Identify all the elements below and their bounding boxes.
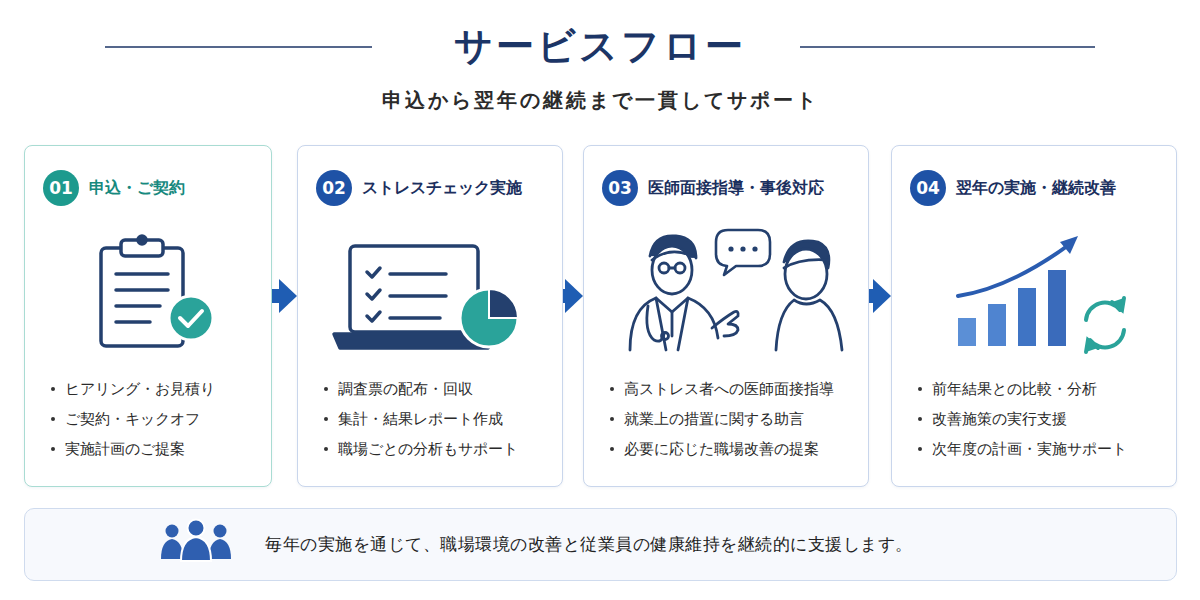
bullet-text: 集計・結果レポート作成 <box>338 410 503 428</box>
bullet-dot <box>51 387 55 391</box>
step-heading: 医師面接指導・事後対応 <box>648 170 862 206</box>
bullet-text: 改善施策の実行支援 <box>932 410 1067 428</box>
bullet-text: 必要に応じた職場改善の提案 <box>624 440 819 458</box>
bullet-text: 職場ごとの分析もサポート <box>338 440 518 458</box>
step-number: 03 <box>602 170 638 206</box>
step-bullets: 調査票の配布・回収集計・結果レポート作成職場ごとの分析もサポート <box>322 374 554 464</box>
arrow-shaft <box>272 289 279 303</box>
step-number: 01 <box>43 170 79 206</box>
diagram-title: サービスフロー <box>0 20 1200 72</box>
bullet-item: 職場ごとの分析もサポート <box>322 434 554 464</box>
bullet-item: 高ストレス者への医師面接指導 <box>608 374 860 404</box>
bullet-dot <box>918 447 922 451</box>
arrow-head <box>873 279 891 313</box>
bullet-dot <box>324 387 328 391</box>
bullet-dot <box>51 417 55 421</box>
diagram-subtitle: 申込から翌年の継続まで一貫してサポート <box>0 86 1200 114</box>
step-number: 04 <box>910 170 946 206</box>
bullet-text: 高ストレス者への医師面接指導 <box>624 380 834 398</box>
step-card: 03 医師面接指導・事後対応高ストレス者への医師面接指導就業上の措置に関する助言必… <box>583 145 869 487</box>
bullet-text: ヒアリング・お見積り <box>65 380 215 398</box>
bullet-dot <box>918 387 922 391</box>
bullet-dot <box>610 447 614 451</box>
arrow-head <box>565 279 583 313</box>
bullet-item: 前年結果との比較・分析 <box>916 374 1168 404</box>
bullet-dot <box>610 417 614 421</box>
step-card: 01 申込・ご契約ヒアリング・お見積りご契約・キックオフ実施計画のご提案 <box>24 145 272 487</box>
summary-text: 毎年の実施を通じて、職場環境の改善と従業員の健康維持を継続的に支援します。 <box>265 509 1156 580</box>
step-heading: 翌年の実施・継続改善 <box>956 170 1170 206</box>
bullet-item: 集計・結果レポート作成 <box>322 404 554 434</box>
bullet-item: 調査票の配布・回収 <box>322 374 554 404</box>
step-number: 02 <box>316 170 352 206</box>
bullet-text: 実施計画のご提案 <box>65 440 185 458</box>
step-bullets: 前年結果との比較・分析改善施策の実行支援次年度の計画・実施サポート <box>916 374 1168 464</box>
bullet-item: 就業上の措置に関する助言 <box>608 404 860 434</box>
bullet-text: 就業上の措置に関する助言 <box>624 410 804 428</box>
bullet-text: 調査票の配布・回収 <box>338 380 473 398</box>
step-bullets: ヒアリング・お見積りご契約・キックオフ実施計画のご提案 <box>49 374 263 464</box>
step-card: 02 ストレスチェック実施調査票の配布・回収集計・結果レポート作成職場ごとの分析も… <box>297 145 563 487</box>
step-heading: 申込・ご契約 <box>89 170 265 206</box>
bullet-item: 次年度の計画・実施サポート <box>916 434 1168 464</box>
summary-band: 毎年の実施を通じて、職場環境の改善と従業員の健康維持を継続的に支援します。 <box>24 508 1177 581</box>
bullet-text: 次年度の計画・実施サポート <box>932 440 1127 458</box>
bullet-dot <box>51 447 55 451</box>
step-bullets: 高ストレス者への医師面接指導就業上の措置に関する助言必要に応じた職場改善の提案 <box>608 374 860 464</box>
step-card: 04 翌年の実施・継続改善前年結果との比較・分析改善施策の実行支援次年度の計画・実… <box>891 145 1177 487</box>
bullet-dot <box>324 417 328 421</box>
bullet-dot <box>610 387 614 391</box>
title-rule <box>800 46 1095 48</box>
bullet-item: ヒアリング・お見積り <box>49 374 263 404</box>
flow-arrow <box>563 279 583 313</box>
bullet-item: 必要に応じた職場改善の提案 <box>608 434 860 464</box>
flow-arrow <box>869 279 891 313</box>
bullet-item: 実施計画のご提案 <box>49 434 263 464</box>
flow-arrow <box>272 279 297 313</box>
step-heading: ストレスチェック実施 <box>362 170 556 206</box>
bullet-item: 改善施策の実行支援 <box>916 404 1168 434</box>
bullet-item: ご契約・キックオフ <box>49 404 263 434</box>
bullet-text: 前年結果との比較・分析 <box>932 380 1097 398</box>
arrow-shaft <box>869 289 873 303</box>
bullet-dot <box>918 417 922 421</box>
bullet-text: ご契約・キックオフ <box>65 410 200 428</box>
bullet-dot <box>324 447 328 451</box>
arrow-head <box>279 279 297 313</box>
arrow-shaft <box>563 289 565 303</box>
title-rule <box>105 46 372 48</box>
